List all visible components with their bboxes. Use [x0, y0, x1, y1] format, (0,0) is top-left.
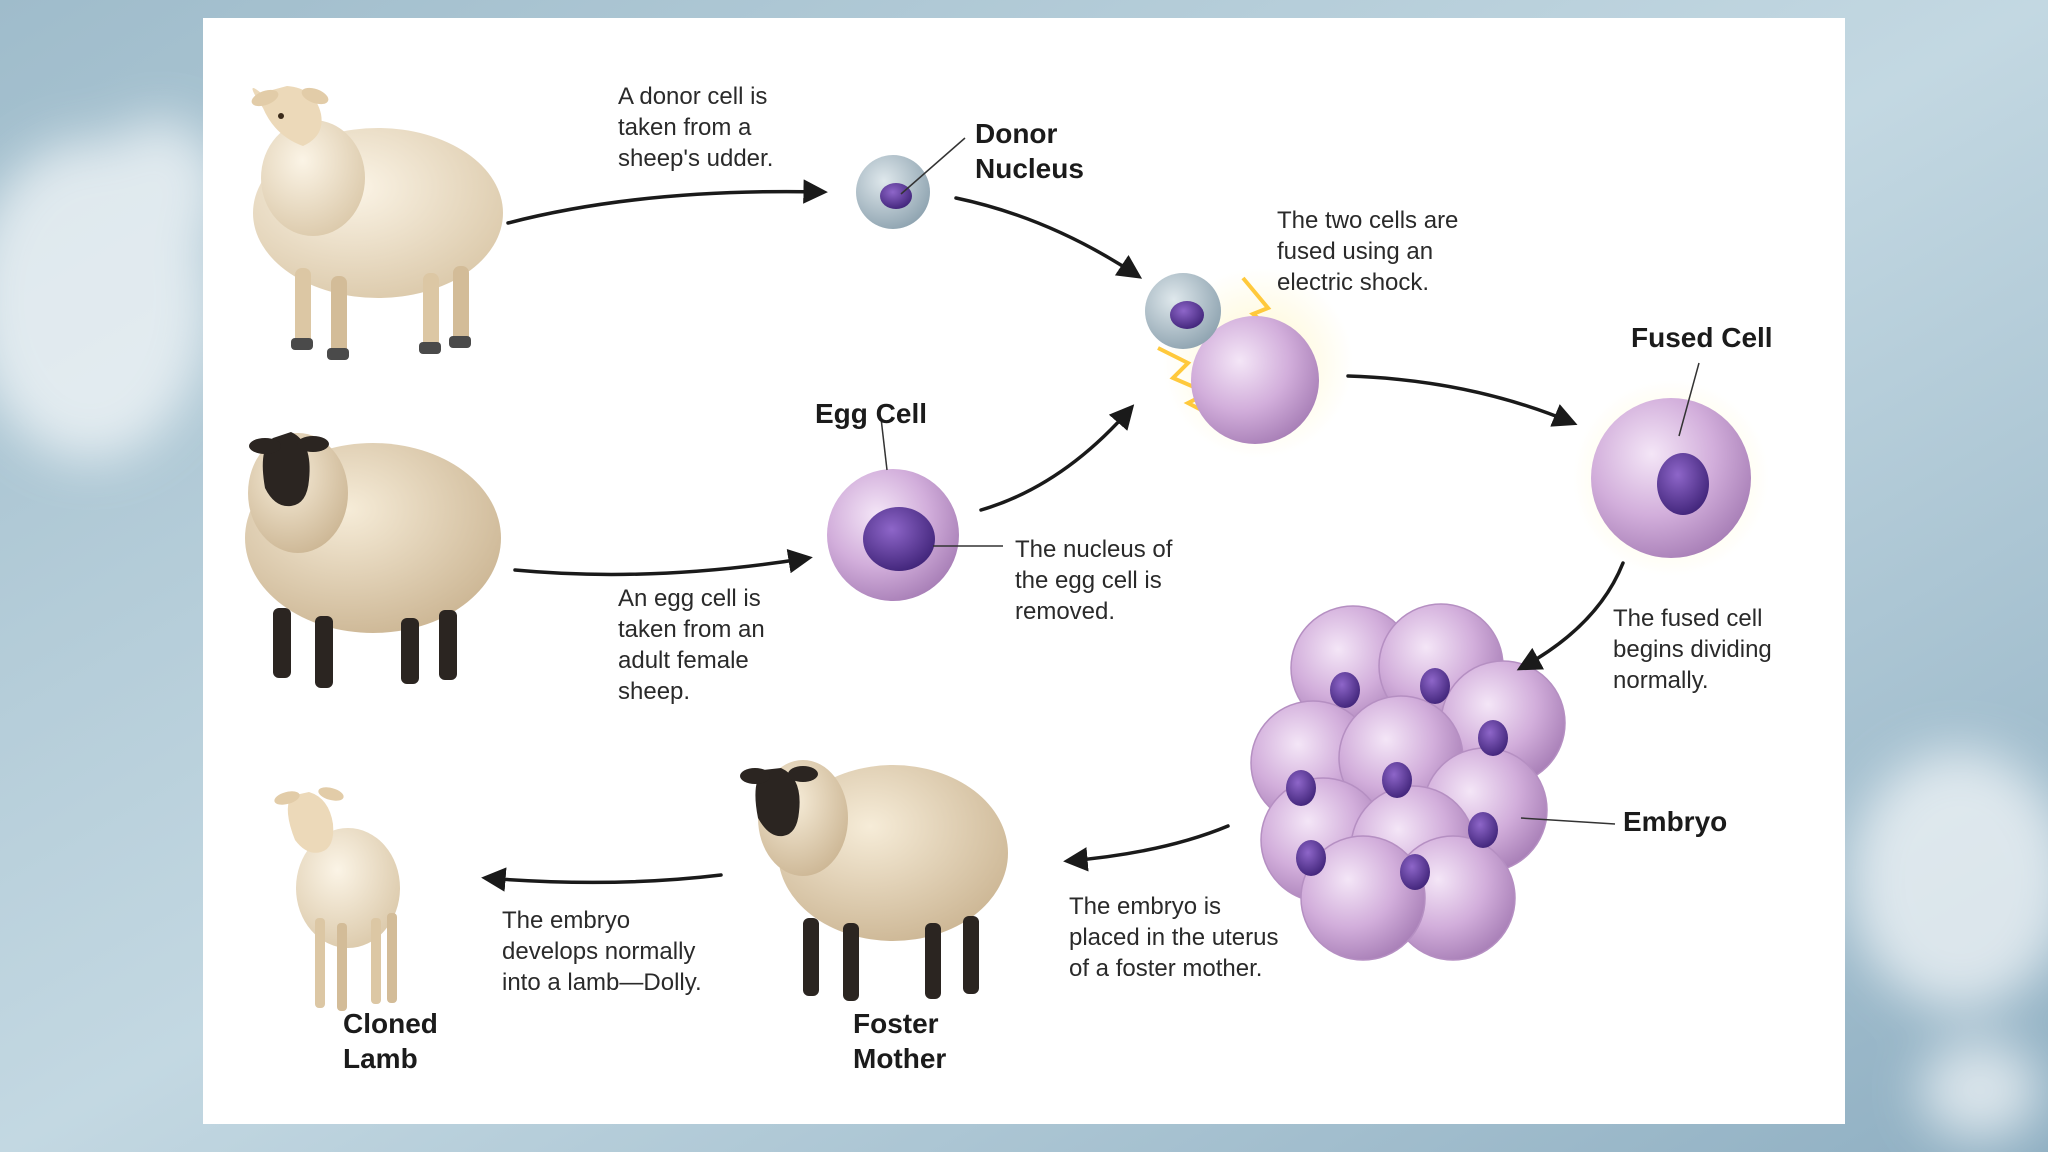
label-fused-cell: Fused Cell [1631, 322, 1773, 353]
embryo-nucleus [1296, 840, 1326, 876]
embryo-nucleus [1400, 854, 1430, 890]
caption-implant: The embryo is placed in the uterus of a … [1069, 893, 1279, 982]
caption-develops: The embryo develops normally into a lamb… [502, 907, 702, 996]
embryo-leader [1520, 817, 1616, 825]
fused-cell [1573, 380, 1769, 576]
embryo-nucleus [1468, 812, 1498, 848]
embryo-nucleus [1286, 770, 1316, 806]
caption-egg-cell: An egg cell is taken from an adult femal… [618, 585, 765, 705]
egg-cell [827, 469, 959, 601]
label-cloned-lamb: Cloned Lamb [343, 1008, 438, 1074]
process-arrows [481, 179, 1625, 892]
embryo-nucleus [1420, 668, 1450, 704]
foster-mother-sheep [740, 760, 1008, 1001]
donor-nucleus-leader [900, 137, 966, 195]
fused-cell-leader [1678, 362, 1700, 437]
cloning-illustration [245, 86, 1769, 1011]
embryo-nucleus [1330, 672, 1360, 708]
embryo-nucleus [1382, 762, 1412, 798]
egg-cell-leader [880, 417, 888, 471]
label-foster-mother: Foster Mother [853, 1008, 947, 1074]
donor-sheep [251, 86, 503, 360]
caption-fusion: The two cells are fused using an electri… [1277, 207, 1459, 296]
embryo-cell [1300, 835, 1426, 961]
label-embryo: Embryo [1623, 806, 1728, 837]
label-donor-nucleus: Donor Nucleus [975, 118, 1084, 184]
egg-donor-sheep [245, 432, 501, 688]
fusion-cells [1145, 268, 1353, 458]
caption-dividing: The fused cell begins dividing normally. [1613, 605, 1772, 694]
donor-cell [856, 155, 930, 229]
label-egg-cell: Egg Cell [815, 398, 928, 429]
caption-donor-cell: A donor cell is taken from a sheep's udd… [618, 83, 774, 172]
diagram-panel: A donor cell is taken from a sheep's udd… [203, 18, 1845, 1124]
embryo-nucleus [1478, 720, 1508, 756]
embryo-cluster [1250, 603, 1566, 961]
caption-nucleus-removed: The nucleus of the egg cell is removed. [1015, 536, 1173, 625]
cloned-lamb [274, 787, 400, 1011]
